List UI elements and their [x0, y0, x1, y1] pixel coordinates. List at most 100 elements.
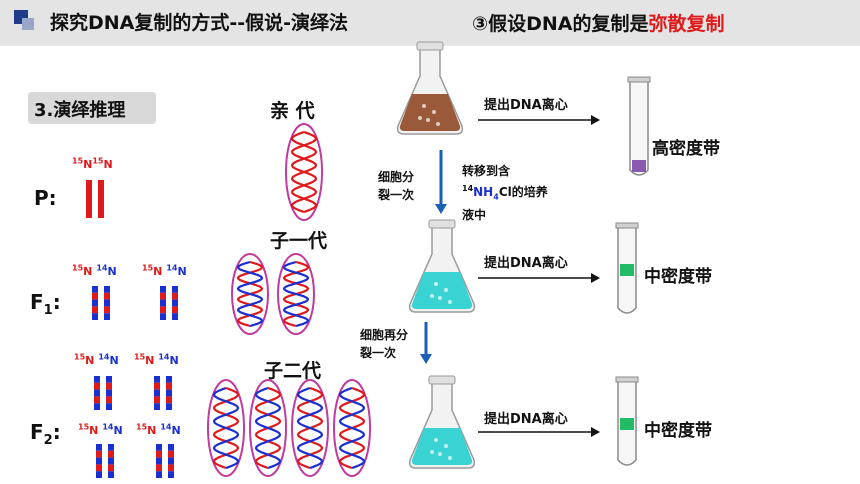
- f2-dna-b-strand-left-seg: [154, 389, 160, 397]
- p-dna-strand-right: [98, 180, 104, 218]
- f2-dna-a-strand-left-seg: [94, 376, 100, 383]
- page-title: 探究DNA复制的方式--假说-演绎法: [50, 12, 349, 34]
- arrow-extract-1-head: [591, 115, 600, 125]
- row-label-p: P:: [34, 186, 57, 210]
- flask-parent-bubble: [436, 122, 440, 126]
- f2-dna-a-strand-left-seg: [94, 403, 100, 410]
- f1-dna-b-strand-right-seg: [172, 313, 178, 320]
- header-bar: [0, 0, 860, 46]
- f2-helix-b-strand-b: [254, 386, 282, 470]
- f2-dna-b-strand-right-seg: [166, 389, 172, 397]
- f2-dna-d-strand-left-seg: [156, 457, 162, 465]
- f2-dna-b-strand-left-seg: [154, 396, 160, 404]
- f2-dna-d-strand-left-seg: [156, 450, 162, 458]
- f2-helix-a-strand-b: [212, 386, 240, 470]
- note-divide-once: 细胞分 裂一次: [378, 168, 414, 204]
- f1-dna-a-strand-right-seg: [104, 292, 110, 300]
- flask-parent-bubble: [426, 118, 430, 122]
- f1-helix-a-strand-b: [236, 260, 264, 328]
- f2-dna-b-strand-right-seg: [166, 396, 172, 404]
- parent-helix-strand-b: [290, 130, 318, 214]
- p-dna-strand-left: [86, 180, 92, 218]
- f2-helix-b-outline: [249, 379, 287, 477]
- f1-dna-b-strand-left-seg: [160, 306, 166, 314]
- flask-first-bubble: [444, 288, 448, 292]
- flask-first-bubble: [430, 294, 434, 298]
- hypothesis-title: ③假设DNA的复制是弥散复制: [472, 9, 724, 36]
- flask-second-bubble: [430, 450, 434, 454]
- f2-dna-b-strand-right-seg: [166, 382, 172, 390]
- f1-dna-a-strand-right-seg: [104, 286, 110, 293]
- flask-first-bubble: [438, 296, 442, 300]
- row-f2-letter: F: [30, 420, 44, 444]
- flask-first-medium: [411, 272, 473, 309]
- flask-second-medium: [411, 428, 473, 465]
- f2-helix-d-strand-b: [338, 386, 366, 470]
- flask-parent-bubble: [422, 104, 426, 108]
- band-label-mid-1: 中密度带: [644, 267, 712, 287]
- f1-helix-b-outline: [277, 253, 315, 335]
- f1-dna-b-strand-left-seg: [160, 313, 166, 320]
- f2-dna-a-strand-right-seg: [106, 389, 112, 397]
- tube-2-band: [620, 264, 634, 276]
- tube-1-rim: [627, 76, 651, 83]
- f1-dna-a-strand-left-seg: [92, 313, 98, 320]
- f2-helix-d-outline: [333, 379, 371, 477]
- f2-dna-b-strand-left-seg: [154, 376, 160, 383]
- f2-dna-b-strand-right-seg: [166, 376, 172, 383]
- row-f1-letter: F: [30, 290, 44, 314]
- parent-helix-outline: [285, 123, 323, 221]
- note-transfer-cl: Cl的培养: [498, 185, 548, 199]
- note-divide-again-line1: 细胞再分: [360, 328, 409, 342]
- hypothesis-prefix: ③假设DNA的复制是: [472, 13, 649, 35]
- arrow-divide-again-head: [420, 354, 432, 364]
- f2-dna-d-strand-right-seg: [168, 457, 174, 465]
- row-f1-sub: 1: [43, 303, 53, 318]
- f1-dna-b-strand-left-seg: [160, 286, 166, 293]
- arrow-extract-3-head: [591, 427, 600, 437]
- f1-dna-a-strand-right-seg: [104, 299, 110, 307]
- f2-dna-b-strand-left-seg: [154, 382, 160, 390]
- flask-second-bubble: [434, 438, 438, 442]
- f2-dna-a-strand-left-seg: [94, 396, 100, 404]
- f2-helix-c-strand-b: [296, 386, 324, 470]
- f2-helix-a-outline: [207, 379, 245, 477]
- f2-dna-b-strand-right-seg: [166, 403, 172, 410]
- arrow-label-extract-3: 提出DNA离心: [484, 412, 568, 427]
- note-transfer-mass: 14: [462, 184, 474, 193]
- flask-parent-bubble: [418, 116, 422, 120]
- f1-helix-b-strand-b: [282, 260, 310, 328]
- f2-dna-d-strand-right-seg: [168, 464, 174, 472]
- note-divide-once-line1: 细胞分: [378, 170, 415, 184]
- flask-second-bubble: [438, 452, 442, 456]
- note-transfer-nh: NH: [473, 185, 494, 199]
- f1-helix-a-outline: [231, 253, 269, 335]
- arrow-label-extract-2: 提出DNA离心: [484, 256, 568, 271]
- flask-second-bubble: [448, 456, 452, 460]
- note-divide-once-line2: 裂一次: [378, 188, 415, 202]
- arrow-divide-once-head: [435, 204, 447, 214]
- f1-dna-a-strand-right-seg: [104, 313, 110, 320]
- f2-dna-c-strand-right-seg: [108, 444, 114, 451]
- tube-1-band: [632, 160, 646, 172]
- tube-2-rim: [615, 222, 639, 229]
- band-label-mid-2: 中密度带: [644, 421, 712, 441]
- note-transfer-line3: 液中: [462, 208, 487, 223]
- flask-first-bubble: [448, 300, 452, 304]
- f2-dna-d-strand-right-seg: [168, 471, 174, 478]
- note-divide-again: 细胞再分 裂一次: [360, 326, 408, 362]
- flask-parent-rim: [416, 41, 444, 51]
- f2-dna-c-strand-left-seg: [96, 444, 102, 451]
- step-label: 3.演绎推理: [34, 100, 126, 121]
- f2-dna-a-strand-right-seg: [106, 376, 112, 383]
- f1-dna-a-strand-left-seg: [92, 306, 98, 314]
- generation-parent-label: 亲 代: [270, 100, 315, 122]
- flask-parent-medium: [399, 94, 461, 131]
- f2-dna-d-strand-left-seg: [156, 464, 162, 472]
